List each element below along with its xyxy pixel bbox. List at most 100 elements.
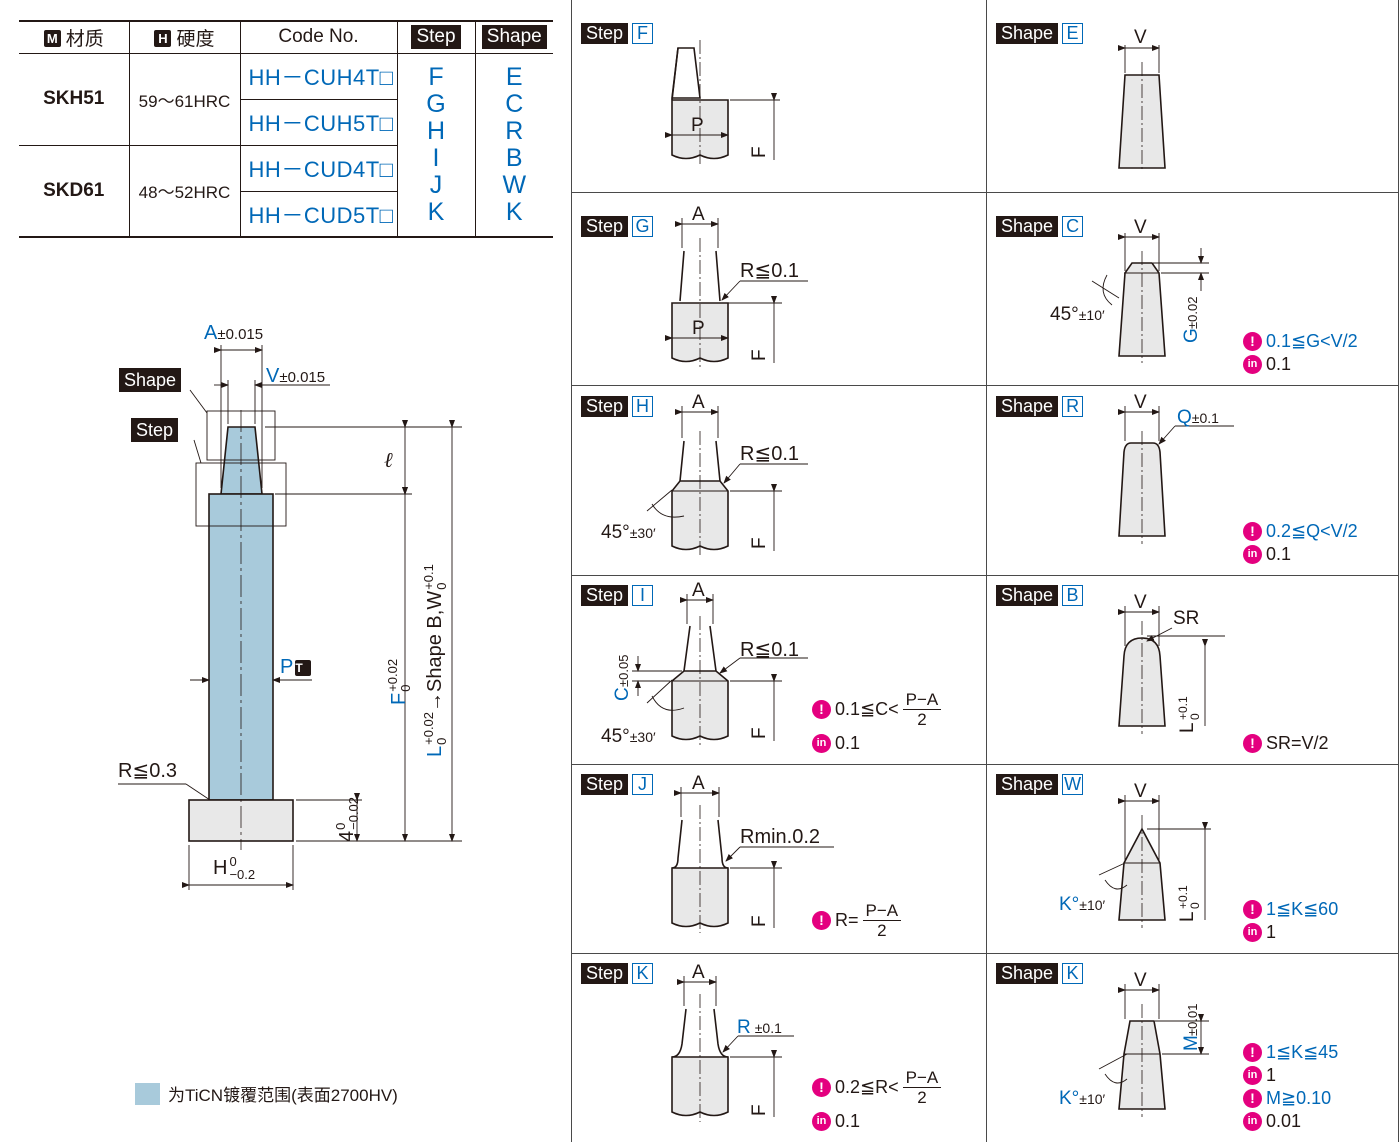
svg-text:R≦0.1: R≦0.1 [740, 443, 799, 465]
shape-callout: Shape [119, 368, 182, 392]
table-row: HH－CUD5T□ [19, 190, 553, 238]
step-callout: Step [131, 418, 179, 442]
svg-text:45°±10′: 45°±10′ [1050, 304, 1105, 325]
header-code: Code No. [239, 20, 398, 54]
condition-icon: ! [1243, 522, 1262, 541]
svg-text:G: G [1181, 328, 1202, 343]
svg-text:A: A [692, 580, 705, 601]
svg-text:45°±30′: 45°±30′ [601, 726, 656, 747]
svg-text:V: V [1134, 970, 1147, 991]
svg-text:SR: SR [1173, 608, 1199, 629]
svg-text:+0.1: +0.1 [1176, 696, 1190, 720]
head-thickness-dimension: 4 0−0.02 [333, 796, 361, 842]
header-shape: Shape [474, 20, 553, 54]
header-step: Step [396, 20, 476, 54]
svg-text:F: F [749, 537, 770, 549]
svg-text:F: F [749, 146, 770, 158]
code-cell: HH－CUH5T□ [240, 98, 397, 146]
svg-text:±0.02: ±0.02 [1185, 297, 1200, 329]
svg-text:±0.01: ±0.01 [1185, 1004, 1200, 1036]
condition-icon: ! [812, 699, 831, 719]
condition-icon: ! [1243, 1089, 1262, 1108]
svg-text:K°±10′: K°±10′ [1059, 1088, 1106, 1109]
table-row: HH－CUH5T□ [19, 98, 553, 146]
svg-text:R±0.1: R±0.1 [737, 1017, 782, 1038]
svg-text:C: C [612, 687, 633, 701]
svg-text:F: F [749, 915, 770, 927]
svg-text:Rmin.0.2: Rmin.0.2 [740, 826, 820, 848]
A-dimension: A±0.015 [204, 322, 264, 344]
H-dimension: H 0−0.2 [213, 854, 256, 882]
svg-text:+0.1: +0.1 [1176, 885, 1190, 909]
svg-text:K°±10′: K°±10′ [1059, 894, 1106, 915]
inch-icon: in [1243, 923, 1262, 942]
svg-text:M: M [1181, 1035, 1202, 1051]
punch-head [188, 799, 294, 842]
code-cell: HH－CUD4T□ [239, 144, 397, 192]
inch-icon: in [812, 734, 831, 753]
inch-icon: in [1243, 545, 1262, 564]
legend-text: 为TiCN镀覆范围(表面2700HV) [168, 1086, 398, 1105]
hardness-badge: H [154, 29, 172, 47]
inch-icon: in [1243, 1112, 1262, 1131]
table-row: SKD61 48～52HRC HH－CUD4T□ [19, 144, 553, 238]
svg-text:V: V [1134, 27, 1147, 48]
code-cell: HH－CUD5T□ [240, 190, 397, 238]
condition-icon: ! [1243, 900, 1262, 919]
coating-swatch [135, 1082, 160, 1105]
svg-text:A: A [692, 773, 705, 794]
svg-text:F: F [749, 349, 770, 361]
ell-label: ℓ [384, 448, 393, 472]
svg-text:0: 0 [1188, 902, 1202, 909]
svg-text:Q±0.1: Q±0.1 [1177, 407, 1219, 428]
svg-text:45°±30′: 45°±30′ [601, 522, 656, 543]
svg-text:L: L [1177, 911, 1198, 922]
svg-text:A: A [692, 392, 705, 413]
code-cell: HH－CUH4T□ [239, 52, 398, 100]
condition-icon: ! [1243, 734, 1262, 753]
material-cell: SKD61 [19, 144, 130, 238]
shape-B-note: !SR=V/2 [1243, 732, 1329, 755]
svg-text:V: V [1134, 592, 1147, 613]
svg-text:P: P [692, 318, 705, 339]
svg-text:A: A [692, 962, 705, 983]
svg-text:R≦0.1: R≦0.1 [740, 260, 799, 282]
material-badge: M [43, 29, 61, 47]
punch-body [208, 493, 274, 801]
svg-text:F: F [749, 1104, 770, 1116]
punch-tip [220, 426, 263, 495]
svg-text:A: A [692, 204, 705, 225]
inch-icon: in [1243, 1066, 1262, 1085]
svg-text:P: P [691, 115, 704, 136]
condition-icon: ! [1243, 332, 1262, 351]
svg-text:±0.05: ±0.05 [616, 655, 631, 687]
V-dimension: V±0.015 [266, 365, 326, 387]
inch-icon: in [812, 1112, 831, 1131]
